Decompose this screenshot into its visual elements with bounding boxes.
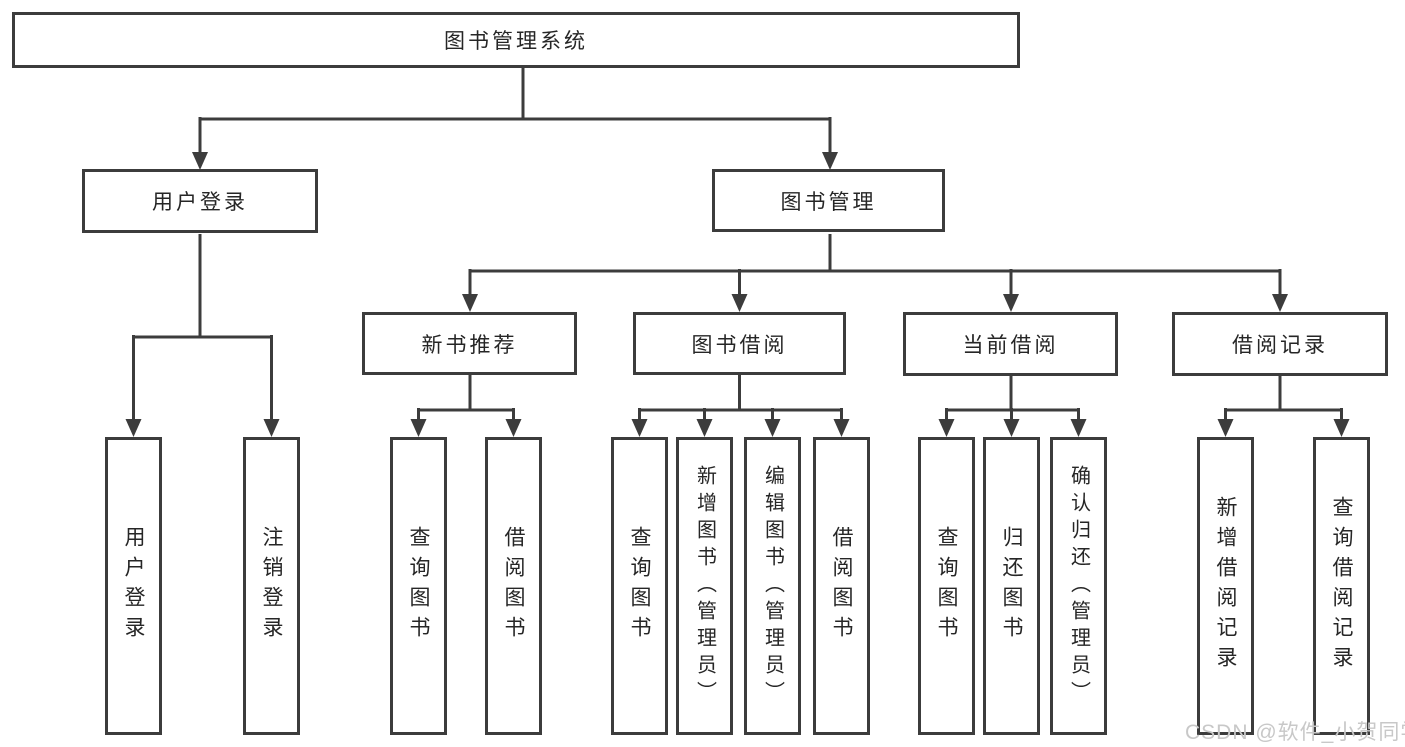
leaf-label: 查询借阅记录 — [1330, 496, 1353, 676]
leaf-add-books-admin: 新增图书（管理员） — [676, 437, 733, 735]
leaf-add-borrow-record: 新增借阅记录 — [1197, 437, 1254, 735]
node-label: 新书推荐 — [421, 333, 518, 357]
leaf-label: 确认归还（管理员） — [1067, 464, 1090, 708]
leaf-user-login: 用户登录 — [105, 437, 162, 735]
arrow-icon — [1070, 419, 1087, 437]
root-branch-lines — [132, 68, 1343, 420]
arrow-icon — [833, 419, 850, 437]
arrow-icon — [1272, 294, 1288, 312]
node-current-borrow: 当前借阅 — [903, 312, 1118, 376]
leaf-label: 新增借阅记录 — [1214, 496, 1237, 676]
node-root-system: 图书管理系统 — [12, 12, 1020, 68]
node-user-login: 用户登录 — [82, 169, 318, 233]
leaf-search-current-borrow: 查询图书 — [918, 437, 975, 735]
leaf-search-books: 查询图书 — [611, 437, 668, 735]
arrow-icon — [731, 294, 748, 312]
arrow-icon — [505, 419, 522, 437]
arrow-icon — [192, 152, 208, 170]
arrow-icon — [1003, 419, 1020, 437]
node-book-borrow: 图书借阅 — [633, 312, 846, 375]
leaf-label: 用户登录 — [122, 526, 145, 646]
arrow-icon — [1333, 419, 1350, 437]
leaf-edit-books-admin: 编辑图书（管理员） — [744, 437, 801, 735]
leaf-borrow-books: 借阅图书 — [813, 437, 870, 735]
csdn-watermark: CSDN @软件_小贺同学 — [1185, 721, 1405, 744]
node-label: 借阅记录 — [1232, 334, 1328, 357]
leaf-label: 借阅图书 — [502, 526, 525, 646]
node-label: 当前借阅 — [962, 334, 1059, 357]
arrow-icon — [462, 294, 478, 312]
leaf-borrow-books-recommend: 借阅图书 — [485, 437, 542, 735]
node-borrow-records: 借阅记录 — [1172, 312, 1388, 376]
leaf-label: 查询图书 — [407, 526, 430, 646]
arrow-icon — [938, 419, 955, 437]
leaf-label: 编辑图书（管理员） — [761, 464, 784, 708]
leaf-label: 注销登录 — [260, 526, 283, 646]
arrow-icon — [631, 419, 648, 437]
node-label: 图书管理系统 — [444, 30, 588, 53]
node-book-management: 图书管理 — [712, 169, 945, 232]
arrow-icon — [696, 419, 713, 437]
leaf-confirm-return-admin: 确认归还（管理员） — [1050, 437, 1107, 735]
leaf-search-borrow-record: 查询借阅记录 — [1313, 437, 1370, 735]
arrow-icon — [1217, 419, 1234, 437]
node-label: 用户登录 — [152, 191, 248, 214]
arrow-icon — [822, 152, 838, 170]
leaf-search-books-recommend: 查询图书 — [390, 437, 447, 735]
leaf-label: 借阅图书 — [830, 526, 853, 646]
leaf-return-books: 归还图书 — [983, 437, 1040, 735]
leaf-label: 查询图书 — [935, 526, 958, 646]
arrow-icon — [125, 419, 142, 437]
node-label: 图书管理 — [780, 190, 877, 214]
leaf-label: 查询图书 — [628, 526, 651, 646]
leaf-label: 归还图书 — [1000, 526, 1023, 646]
arrowheads — [125, 152, 1350, 437]
node-new-book-recommend: 新书推荐 — [362, 312, 577, 375]
arrow-icon — [764, 419, 781, 437]
arrow-icon — [1003, 294, 1019, 312]
arrow-icon — [263, 419, 280, 437]
arrow-icon — [410, 419, 427, 437]
leaf-label: 新增图书（管理员） — [693, 464, 716, 708]
leaf-logout: 注销登录 — [243, 437, 300, 735]
node-label: 图书借阅 — [691, 333, 788, 357]
